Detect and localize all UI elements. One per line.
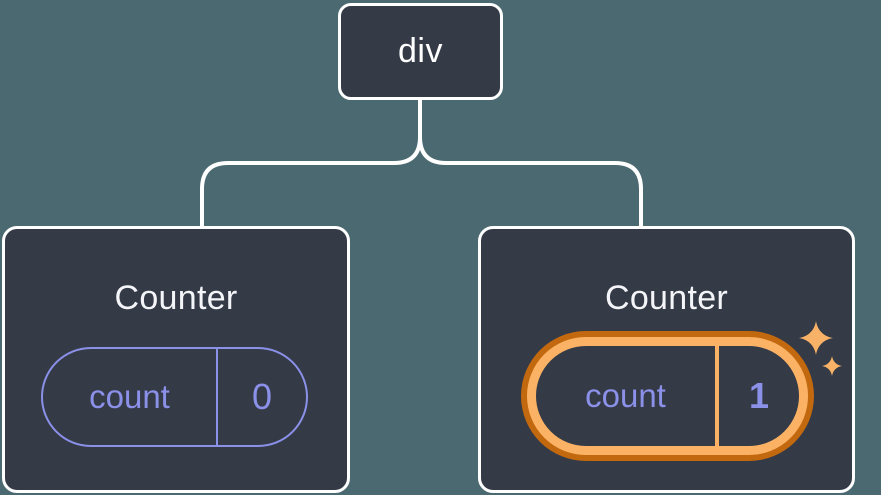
root-node-label: div — [398, 32, 443, 70]
state-key-label: count — [89, 378, 170, 415]
sparkle-small-icon — [822, 356, 842, 376]
pill-divider — [715, 346, 719, 446]
pill-divider — [216, 349, 218, 445]
sparkles-icon — [799, 321, 833, 355]
state-pill-highlighted: count 1 — [527, 337, 808, 455]
state-pill: count 0 — [41, 347, 308, 447]
state-key-label: count — [585, 377, 666, 414]
root-node: div — [338, 3, 503, 100]
component-title: Counter — [114, 279, 238, 317]
state-value: 0 — [251, 376, 273, 417]
component-card-counter-left: Counter count 0 — [2, 226, 350, 493]
component-title: Counter — [604, 279, 729, 317]
connector-path — [200, 96, 643, 230]
component-card-counter-right: Counter count 1 — [478, 226, 855, 493]
state-value: 1 — [748, 375, 770, 416]
